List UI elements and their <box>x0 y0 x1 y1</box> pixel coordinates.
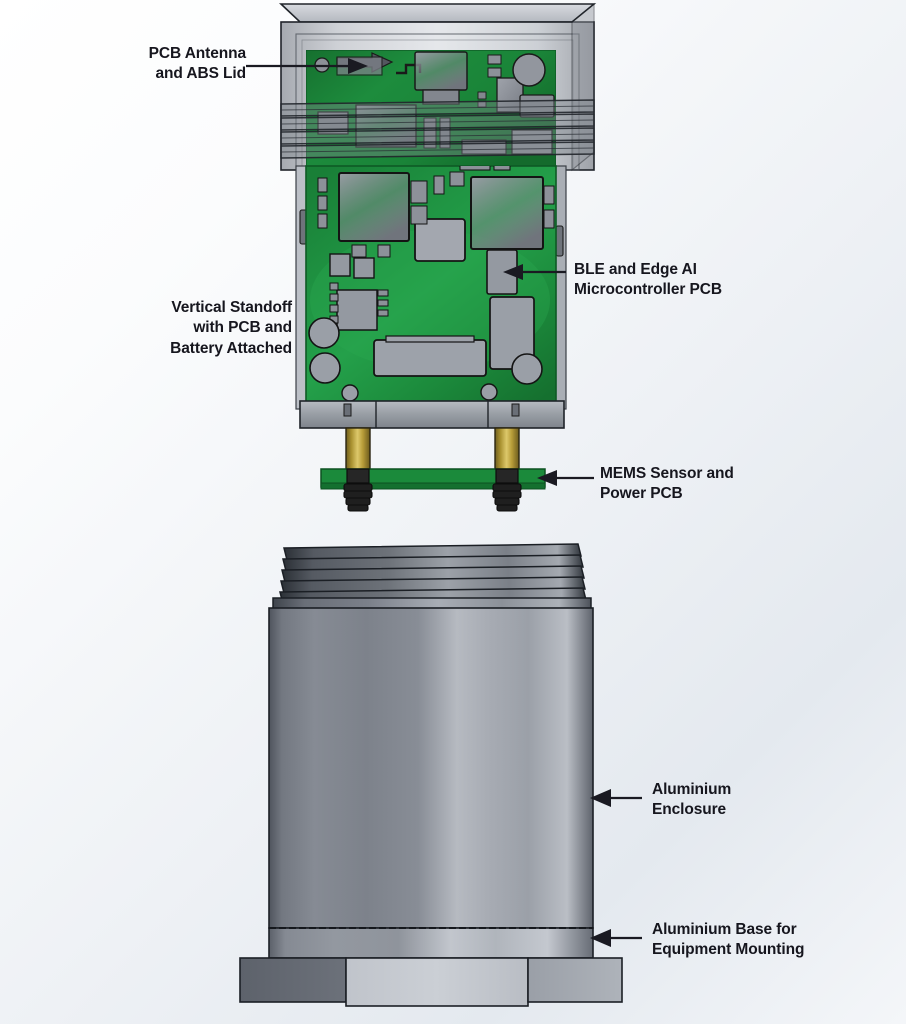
callout-aluminium-enclosure: Aluminium Enclosure <box>652 781 732 819</box>
callout-vertical-standoff: Vertical Standoff with PCB and Battery A… <box>170 299 292 357</box>
callout-aluminium-base-equipment-mounting: Aluminium Base for Equipment Mounting <box>652 921 805 959</box>
vertical-standoff-group <box>299 400 565 479</box>
aluminium-base-group <box>239 957 623 1007</box>
callout-mems-sensor-power-pcb: MEMS Sensor and Power PCB <box>600 465 734 503</box>
screw-right <box>492 468 522 512</box>
leader-enclosure <box>590 789 642 807</box>
screw-left <box>343 468 373 512</box>
leader-mems <box>537 470 594 486</box>
leader-pcb-antenna <box>246 58 368 74</box>
microcontroller-pcb-group <box>295 165 567 410</box>
leader-ble <box>503 264 566 280</box>
leader-base <box>590 929 642 947</box>
lid-thread-rings <box>280 99 595 159</box>
leader-lines <box>246 58 642 947</box>
callout-ble-edge-ai-microcontroller-pcb: BLE and Edge AI Microcontroller PCB <box>574 261 722 299</box>
mems-power-pcb-group <box>320 468 546 512</box>
aluminium-enclosure-group <box>268 543 594 959</box>
callout-pcb-antenna-abs-lid: PCB Antenna and ABS Lid <box>148 45 246 83</box>
